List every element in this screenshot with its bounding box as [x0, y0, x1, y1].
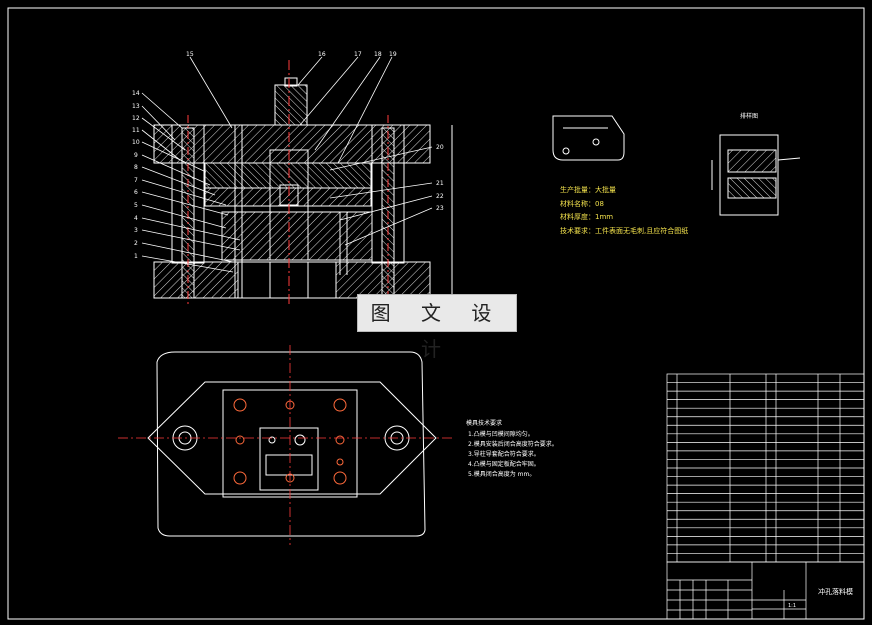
screw-tl [233, 398, 247, 412]
stripper-plate [204, 187, 372, 207]
detail-leader [777, 157, 801, 161]
shank-cap [284, 77, 298, 87]
callout-7: 7 [134, 177, 138, 184]
leader-lines-left [141, 56, 393, 273]
assembly-note-5: 5.模具闭合高度为 mm。 [468, 470, 535, 478]
tech-note-line-4: 技术要求：工件表面无毛刺,且应符合图纸 [560, 226, 688, 235]
lower-plate-gap [237, 261, 337, 299]
callout-5: 5 [134, 202, 138, 209]
part-hole-right [592, 138, 600, 146]
callout-13: 13 [132, 103, 140, 110]
watermark-label: 图 文 设 计 [357, 294, 517, 361]
parts-list [666, 373, 865, 563]
callout-16: 16 [318, 51, 326, 58]
plan-centerlines [118, 345, 455, 545]
sheet-border [7, 7, 865, 620]
detail-view-label: 排样图 [740, 112, 758, 120]
callout-17: 17 [354, 51, 362, 58]
assembly-notes-title: 模具技术要求 [466, 419, 502, 427]
callout-21: 21 [436, 180, 444, 187]
tech-note: 生产批量：大批量 材料名称：08 材料厚度：1mm 技术要求：工件表面无毛刺,且… [560, 185, 688, 235]
assembly-note-2: 2.模具安装后闭合高度符合要求。 [468, 440, 558, 448]
callout-10: 10 [132, 139, 140, 146]
screw-tr [333, 398, 347, 412]
callout-22: 22 [436, 193, 444, 200]
callout-3: 3 [134, 227, 138, 234]
tech-note-line-1: 生产批量：大批量 [560, 185, 616, 194]
callout-11: 11 [132, 127, 140, 134]
callout-23: 23 [436, 205, 444, 212]
pierce-hole [294, 434, 306, 446]
callout-6: 6 [134, 189, 138, 196]
callout-18: 18 [374, 51, 382, 58]
callout-19: 19 [389, 51, 397, 58]
part-hole-left [562, 147, 570, 155]
plan-screws [233, 398, 347, 485]
detail-strip-2 [727, 177, 777, 199]
assembly-note-4: 4.凸模与固定板配合牢固。 [468, 460, 540, 468]
tech-note-line-3: 材料厚度：1mm [560, 212, 613, 221]
die-shank [274, 84, 308, 126]
callout-2: 2 [134, 240, 138, 247]
callout-4: 4 [134, 215, 138, 222]
detail-strip [727, 149, 777, 173]
die-block [221, 211, 373, 261]
detail-frame [719, 134, 779, 216]
detail-view [711, 134, 801, 216]
callout-1: 1 [134, 253, 138, 260]
title-block-scale: 1:1 [788, 603, 796, 609]
callout-numbers: 15 16 17 18 19 14 13 12 11 10 9 8 7 6 5 … [132, 51, 444, 260]
title-block-name: 冲孔落料模 [818, 587, 853, 596]
tech-note-line-2: 材料名称：08 [560, 199, 604, 208]
title-block [666, 561, 865, 620]
lower-plate-outline [156, 351, 426, 537]
section-view [141, 56, 453, 305]
pin-mr [335, 435, 345, 445]
part-outline [552, 115, 625, 161]
plan-view [147, 351, 437, 537]
screw-bl [233, 471, 247, 485]
screw-br [333, 471, 347, 485]
callout-8: 8 [134, 164, 138, 171]
assembly-notes: 模具技术要求 1.凸模与凹模间隙均匀。 2.模具安装后闭合高度符合要求。 3.导… [466, 419, 558, 478]
leader-lines-right [329, 146, 433, 246]
title-block-frame [666, 561, 865, 620]
assembly-note-1: 1.凸模与凹模间隙均匀。 [468, 430, 534, 438]
callout-12: 12 [132, 115, 140, 122]
center-cavity-inner [265, 454, 313, 476]
punch-plate [204, 162, 372, 189]
assembly-note-3: 3.导柱导套配合符合要求。 [468, 450, 540, 458]
part-sketch [552, 115, 625, 161]
plate-waist [147, 381, 437, 495]
callout-15: 15 [186, 51, 194, 58]
pin-br2 [336, 458, 344, 466]
callout-20: 20 [436, 144, 444, 151]
callout-14: 14 [132, 90, 140, 97]
center-cavity [259, 427, 319, 491]
pierce-hole-2 [268, 436, 276, 444]
pin-ml [235, 435, 245, 445]
callout-9: 9 [134, 152, 138, 159]
